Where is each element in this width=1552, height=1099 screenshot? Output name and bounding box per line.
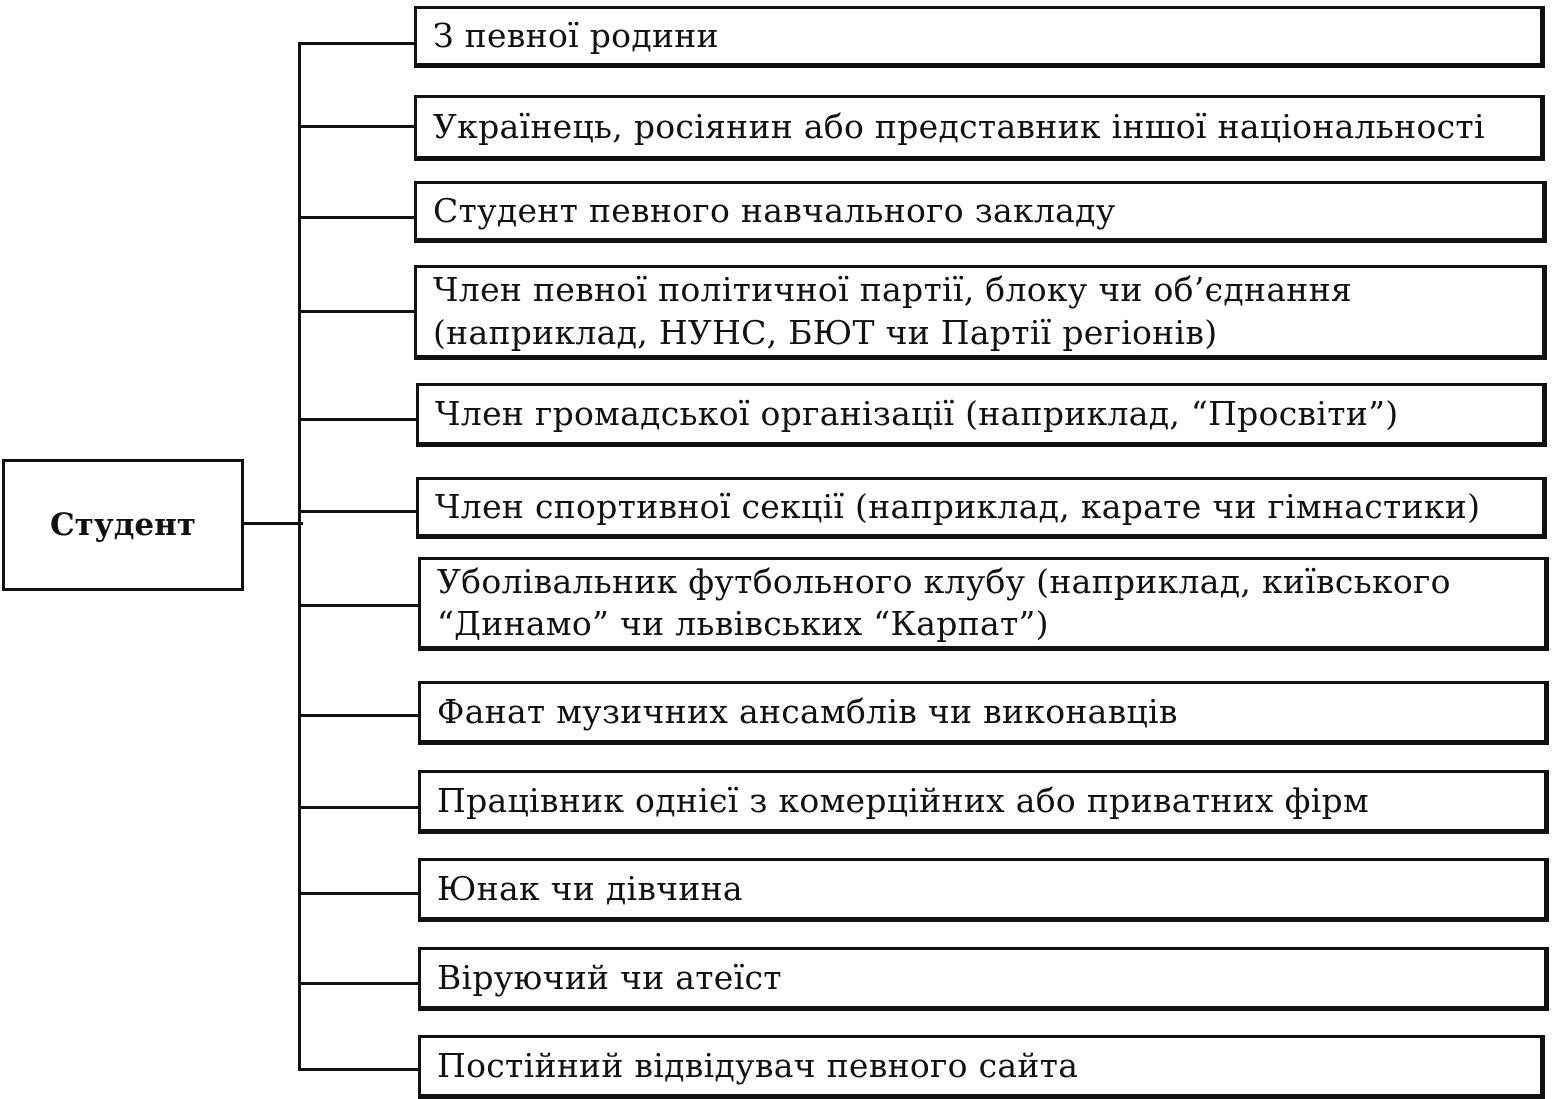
item-box: Юнак чи дівчина <box>418 858 1549 922</box>
item-label: Постійний відвідувач певного сайта <box>437 1045 1079 1085</box>
item-box: Постійний відвідувач певного сайта <box>418 1035 1545 1099</box>
item-box: Віруючий чи атеїст <box>418 947 1549 1011</box>
branch-line <box>298 714 420 717</box>
item-box: Член певної політичної партії, блоку чи … <box>414 265 1547 360</box>
item-box: Фанат музичних ансамблів чи виконавців <box>418 681 1549 745</box>
item-box: З певної родини <box>414 6 1545 68</box>
item-label: Член громадської організації (наприклад,… <box>435 393 1399 433</box>
branch-line <box>298 310 416 313</box>
item-box: Член спортивної секції (наприклад, карат… <box>416 477 1547 539</box>
item-label: Працівник однієї з комерційних або прива… <box>437 780 1369 820</box>
item-label: Юнак чи дівчина <box>437 868 743 908</box>
item-box: Українець, росіянин або представник іншо… <box>414 95 1545 161</box>
item-label: Фанат музичних ансамблів чи виконавців <box>437 691 1178 731</box>
branch-line <box>298 604 420 607</box>
item-label: Член певної політичної партії, блоку чи … <box>433 270 1353 352</box>
branch-line <box>298 216 416 219</box>
branch-line <box>298 982 420 985</box>
trunk-line <box>298 42 301 1071</box>
branch-line <box>298 125 416 128</box>
item-label: Українець, росіянин або представник іншо… <box>433 106 1485 146</box>
root-connector <box>244 522 303 525</box>
branch-line <box>298 510 418 513</box>
item-label: Член спортивної секції (наприклад, карат… <box>435 486 1481 526</box>
item-box: Член громадської організації (наприклад,… <box>416 383 1547 447</box>
item-label: Студент певного навчального закладу <box>433 190 1116 230</box>
root-node: Студент <box>2 459 244 591</box>
item-box: Працівник однієї з комерційних або прива… <box>418 770 1549 834</box>
branch-line <box>298 1068 420 1071</box>
item-label: Віруючий чи атеїст <box>437 957 782 997</box>
branch-line <box>298 892 420 895</box>
item-label: З певної родини <box>433 15 719 55</box>
root-label: Студент <box>49 507 196 543</box>
item-box: Уболівальник футбольного клубу (наприкла… <box>418 557 1549 651</box>
branch-line <box>298 806 420 809</box>
item-box: Студент певного навчального закладу <box>414 181 1547 243</box>
item-label: Уболівальник футбольного клубу (наприкла… <box>437 561 1451 643</box>
branch-line <box>298 418 418 421</box>
branch-line <box>298 42 416 45</box>
